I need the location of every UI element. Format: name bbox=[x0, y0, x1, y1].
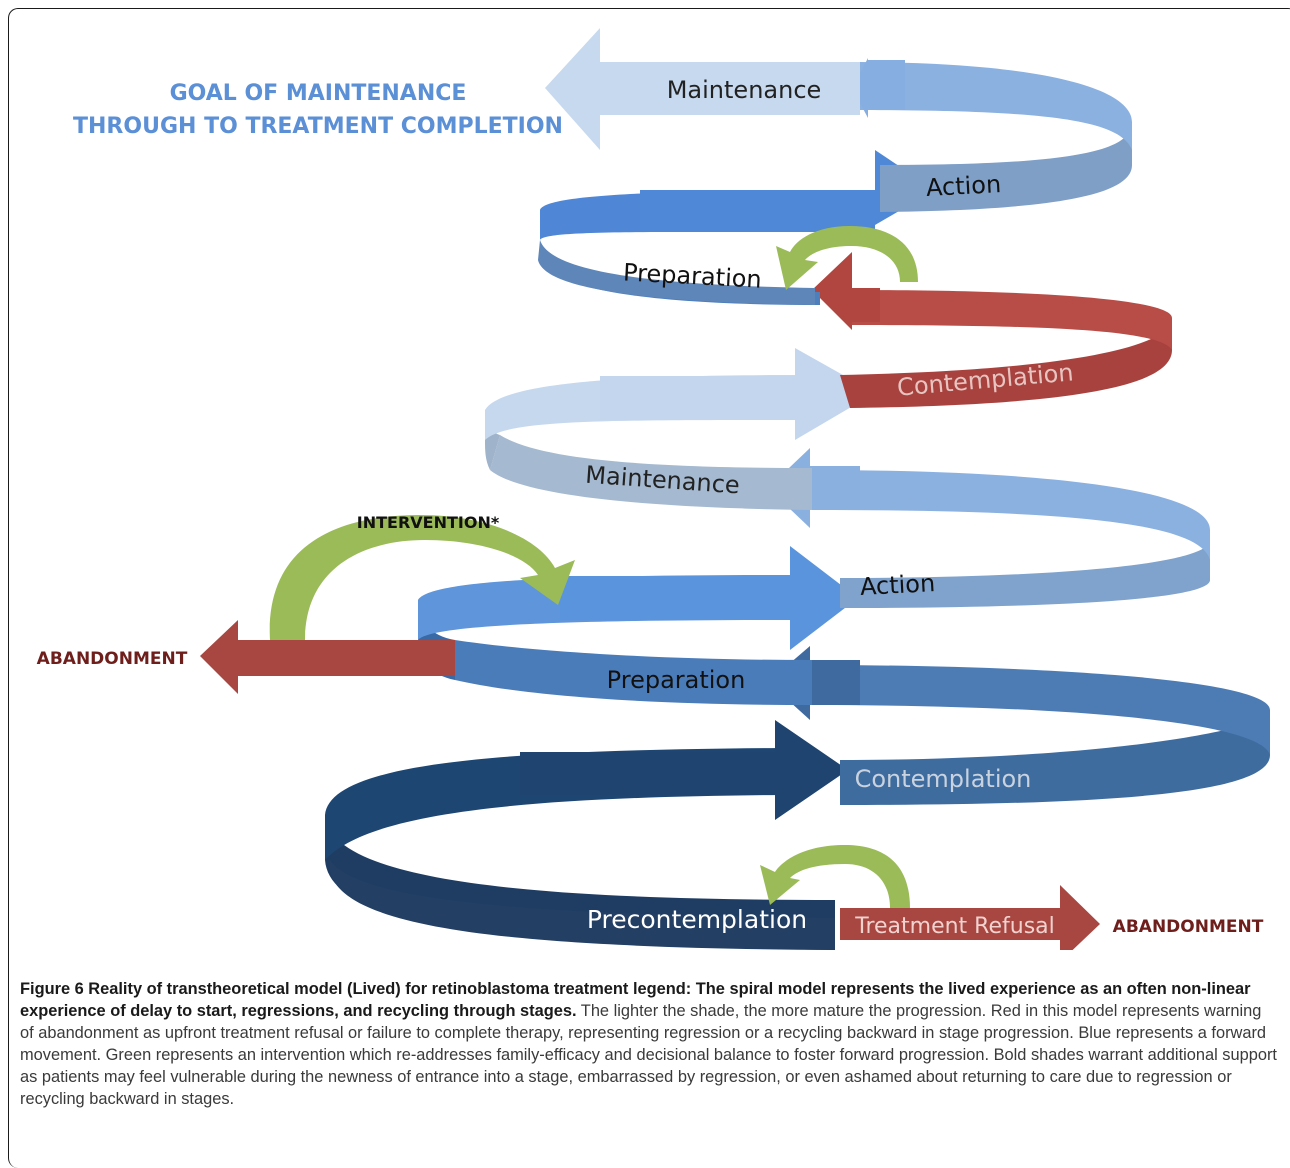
caption-text: The lighter the shade, the more mature t… bbox=[20, 1002, 1277, 1108]
goal-line1: GOAL OF MAINTENANCE bbox=[170, 81, 467, 106]
label-treatment-refusal: Treatment Refusal bbox=[854, 914, 1055, 939]
label-intervention: INTERVENTION* bbox=[357, 513, 500, 532]
arrow-action-mid bbox=[560, 546, 858, 650]
arrow-maintenance-top-small bbox=[852, 58, 905, 118]
ribbon-maintenance-top-loop bbox=[850, 62, 1132, 150]
ribbon-action-top-right2 bbox=[880, 122, 1132, 212]
ribbon-maintenance-left bbox=[485, 410, 500, 470]
label-action-mid: Action bbox=[859, 569, 936, 601]
label-contemplation-low: Contemplation bbox=[855, 765, 1032, 793]
label-precontemplation: Precontemplation bbox=[587, 905, 807, 934]
arrow-contemplation-mid bbox=[600, 348, 875, 440]
arrow-treatment-refusal bbox=[840, 885, 1100, 950]
label-maintenance-top: Maintenance bbox=[667, 76, 822, 104]
arrow-action-top bbox=[640, 150, 935, 232]
ribbon-contemplation-red bbox=[840, 318, 1172, 408]
ribbon-contemplation-right bbox=[840, 710, 1270, 805]
arrow-intervention-large bbox=[269, 515, 575, 640]
arrow-abandonment-left bbox=[200, 620, 455, 694]
goal-line2: THROUGH TO TREATMENT COMPLETION bbox=[73, 114, 563, 139]
caption-bold: Figure 6 Reality of transtheoretical mod… bbox=[20, 980, 1251, 1020]
arrow-intervention-bottom bbox=[760, 845, 910, 908]
ribbon-maintenance-mid-loop bbox=[810, 470, 1210, 560]
figure-caption: Figure 6 Reality of transtheoretical mod… bbox=[20, 978, 1278, 1110]
arrow-preparation-top-red bbox=[812, 252, 880, 330]
spiral-diagram: GOAL OF MAINTENANCE THROUGH TO TREATMENT… bbox=[37, 28, 1270, 950]
figure-frame bbox=[8, 8, 1290, 1168]
ribbon-red-loop bbox=[850, 290, 1172, 350]
arrow-contemplation-low bbox=[520, 720, 848, 820]
label-preparation-mid: Preparation bbox=[607, 666, 746, 694]
ribbon-preparation-top-band bbox=[538, 240, 815, 305]
ribbon-action-mid-right bbox=[840, 540, 1210, 608]
ribbon-preparation-mid bbox=[455, 640, 812, 705]
arrow-maintenance-top bbox=[545, 28, 860, 150]
arrow-intervention-top bbox=[776, 226, 918, 290]
label-abandonment-left: ABANDONMENT bbox=[37, 649, 188, 669]
ribbon-preparation-loop-top bbox=[810, 665, 1270, 755]
label-abandonment-right: ABANDONMENT bbox=[1113, 917, 1264, 937]
ribbon-maintenance-mid bbox=[490, 435, 812, 510]
ribbon-precontemplation-band bbox=[330, 860, 835, 950]
label-action-top: Action bbox=[925, 170, 1002, 202]
